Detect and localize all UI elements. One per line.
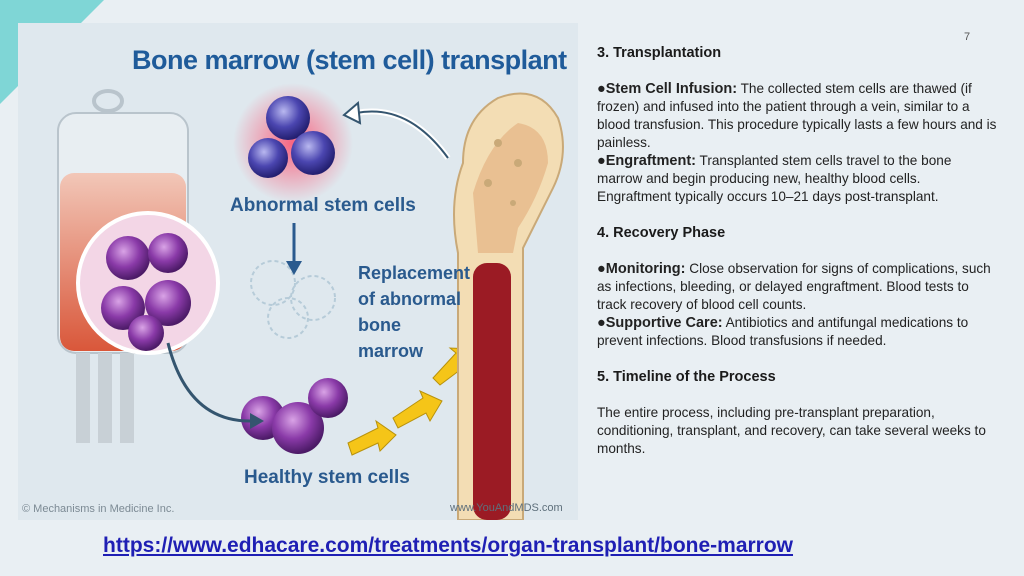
paragraph-stem-cell-infusion: ●Stem Cell Infusion: The collected stem …: [597, 80, 997, 152]
curved-arrow-icon: [166, 342, 254, 423]
healthy-cells: [241, 378, 348, 454]
term-engraftment: ●Engraftment:: [597, 153, 696, 169]
slide-content: 3. Transplantation ●Stem Cell Infusion: …: [597, 44, 997, 458]
paragraph-monitoring: ●Monitoring: Close observation for signs…: [597, 260, 997, 314]
credit-youandmds: www.YouAndMDS.com: [450, 502, 563, 514]
return-arrow-icon: [355, 110, 449, 159]
heading-recovery-phase: 4. Recovery Phase: [597, 225, 726, 241]
magnified-cells: [76, 211, 220, 355]
faded-cells: [250, 260, 336, 339]
credit-mechanisms: © Mechanisms in Medicine Inc.: [22, 503, 175, 515]
heading-timeline: 5. Timeline of the Process: [597, 369, 776, 385]
term-supportive-care: ●Supportive Care:: [597, 315, 723, 331]
replacement-label: Replacement of abnormal bone marrow: [358, 263, 471, 361]
text-engraftment: Transplanted stem cells travel to the bo…: [597, 153, 952, 204]
text-monitoring: Close observation for signs of complicat…: [597, 261, 991, 312]
text-stem-cell-infusion: The collected stem cells are thawed (if …: [597, 81, 997, 150]
paragraph-supportive-care: ●Supportive Care: Antibiotics and antifu…: [597, 314, 997, 350]
down-arrow-icon: [286, 223, 302, 275]
figure-title: Bone marrow (stem cell) transplant: [132, 45, 567, 75]
abnormal-cells: [233, 83, 353, 203]
abnormal-cells-label: Abnormal stem cells: [230, 195, 416, 216]
slide-number: 7: [964, 31, 971, 43]
text-supportive-care: Antibiotics and antifungal medications t…: [597, 315, 969, 348]
paragraph-timeline: The entire process, including pre-transp…: [597, 405, 986, 456]
term-monitoring: ●Monitoring:: [597, 261, 686, 277]
transplant-illustration: Bone marrow (stem cell) transplant Abnor…: [18, 23, 578, 520]
yellow-arrows-icon: [347, 347, 475, 456]
term-stem-cell-infusion: ●Stem Cell Infusion:: [597, 81, 738, 97]
illustration-graphic: [57, 83, 564, 520]
bone-graphic: [453, 92, 564, 520]
heading-transplantation: 3. Transplantation: [597, 45, 722, 61]
healthy-cells-label: Healthy stem cells: [244, 467, 410, 488]
edhacare-link[interactable]: https://www.edhacare.com/treatments/orga…: [103, 534, 794, 557]
paragraph-engraftment: ●Engraftment: Transplanted stem cells tr…: [597, 152, 997, 206]
